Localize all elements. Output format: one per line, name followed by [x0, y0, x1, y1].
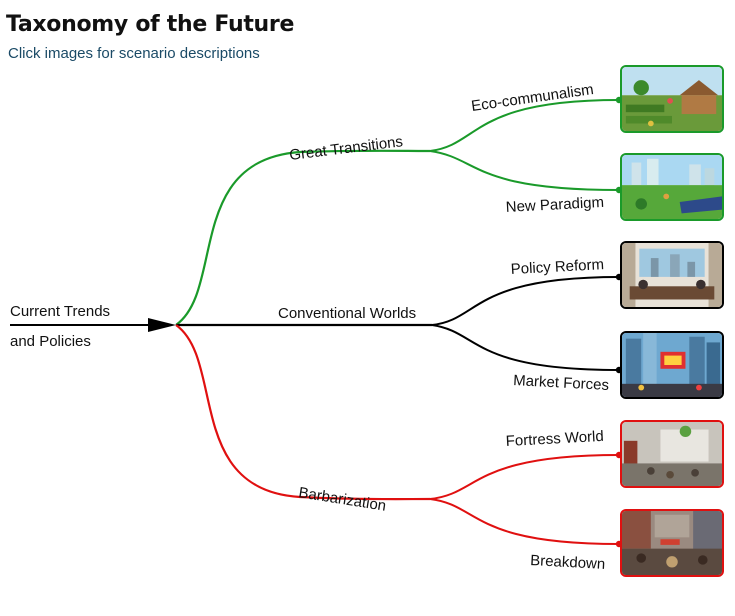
subbranch-line-new-paradigm: [429, 150, 620, 191]
branch-line-great-transitions: [175, 149, 431, 326]
eco-communalism-image[interactable]: [620, 65, 724, 133]
branch-label-conventional-worlds: Conventional Worlds: [278, 305, 416, 322]
policy-reform-image[interactable]: [620, 241, 724, 309]
scenario-label-breakdown: Breakdown: [530, 552, 606, 573]
subbranch-line-policy-reform: [431, 276, 620, 326]
scenario-label-fortress-world: Fortress World: [505, 428, 604, 450]
breakdown-image[interactable]: [620, 509, 724, 577]
scenario-label-eco-communalism: Eco-communalism: [470, 81, 595, 115]
branch-line-barbarization: [175, 324, 431, 501]
new-paradigm-image[interactable]: [620, 153, 724, 221]
subbranch-line-fortress-world: [429, 454, 620, 500]
branch-label-barbarization: Barbarization: [297, 484, 387, 515]
subbranch-line-eco-communalism: [429, 99, 620, 152]
page-subtitle: Click images for scenario descriptions: [8, 45, 260, 62]
subbranch-line-market-forces: [431, 324, 620, 371]
scenario-label-market-forces: Market Forces: [513, 372, 610, 394]
subbranch-line-breakdown: [429, 498, 620, 545]
branch-label-great-transitions: Great Transitions: [288, 133, 403, 164]
scenario-label-new-paradigm: New Paradigm: [505, 194, 604, 216]
scenario-label-policy-reform: Policy Reform: [510, 256, 604, 278]
root-label-line2: and Policies: [10, 333, 91, 350]
fortress-world-image[interactable]: [620, 420, 724, 488]
root-label-line1: Current Trends: [10, 303, 110, 320]
page-title: Taxonomy of the Future: [6, 12, 295, 37]
root-arrowhead: [148, 318, 176, 332]
market-forces-image[interactable]: [620, 331, 724, 399]
